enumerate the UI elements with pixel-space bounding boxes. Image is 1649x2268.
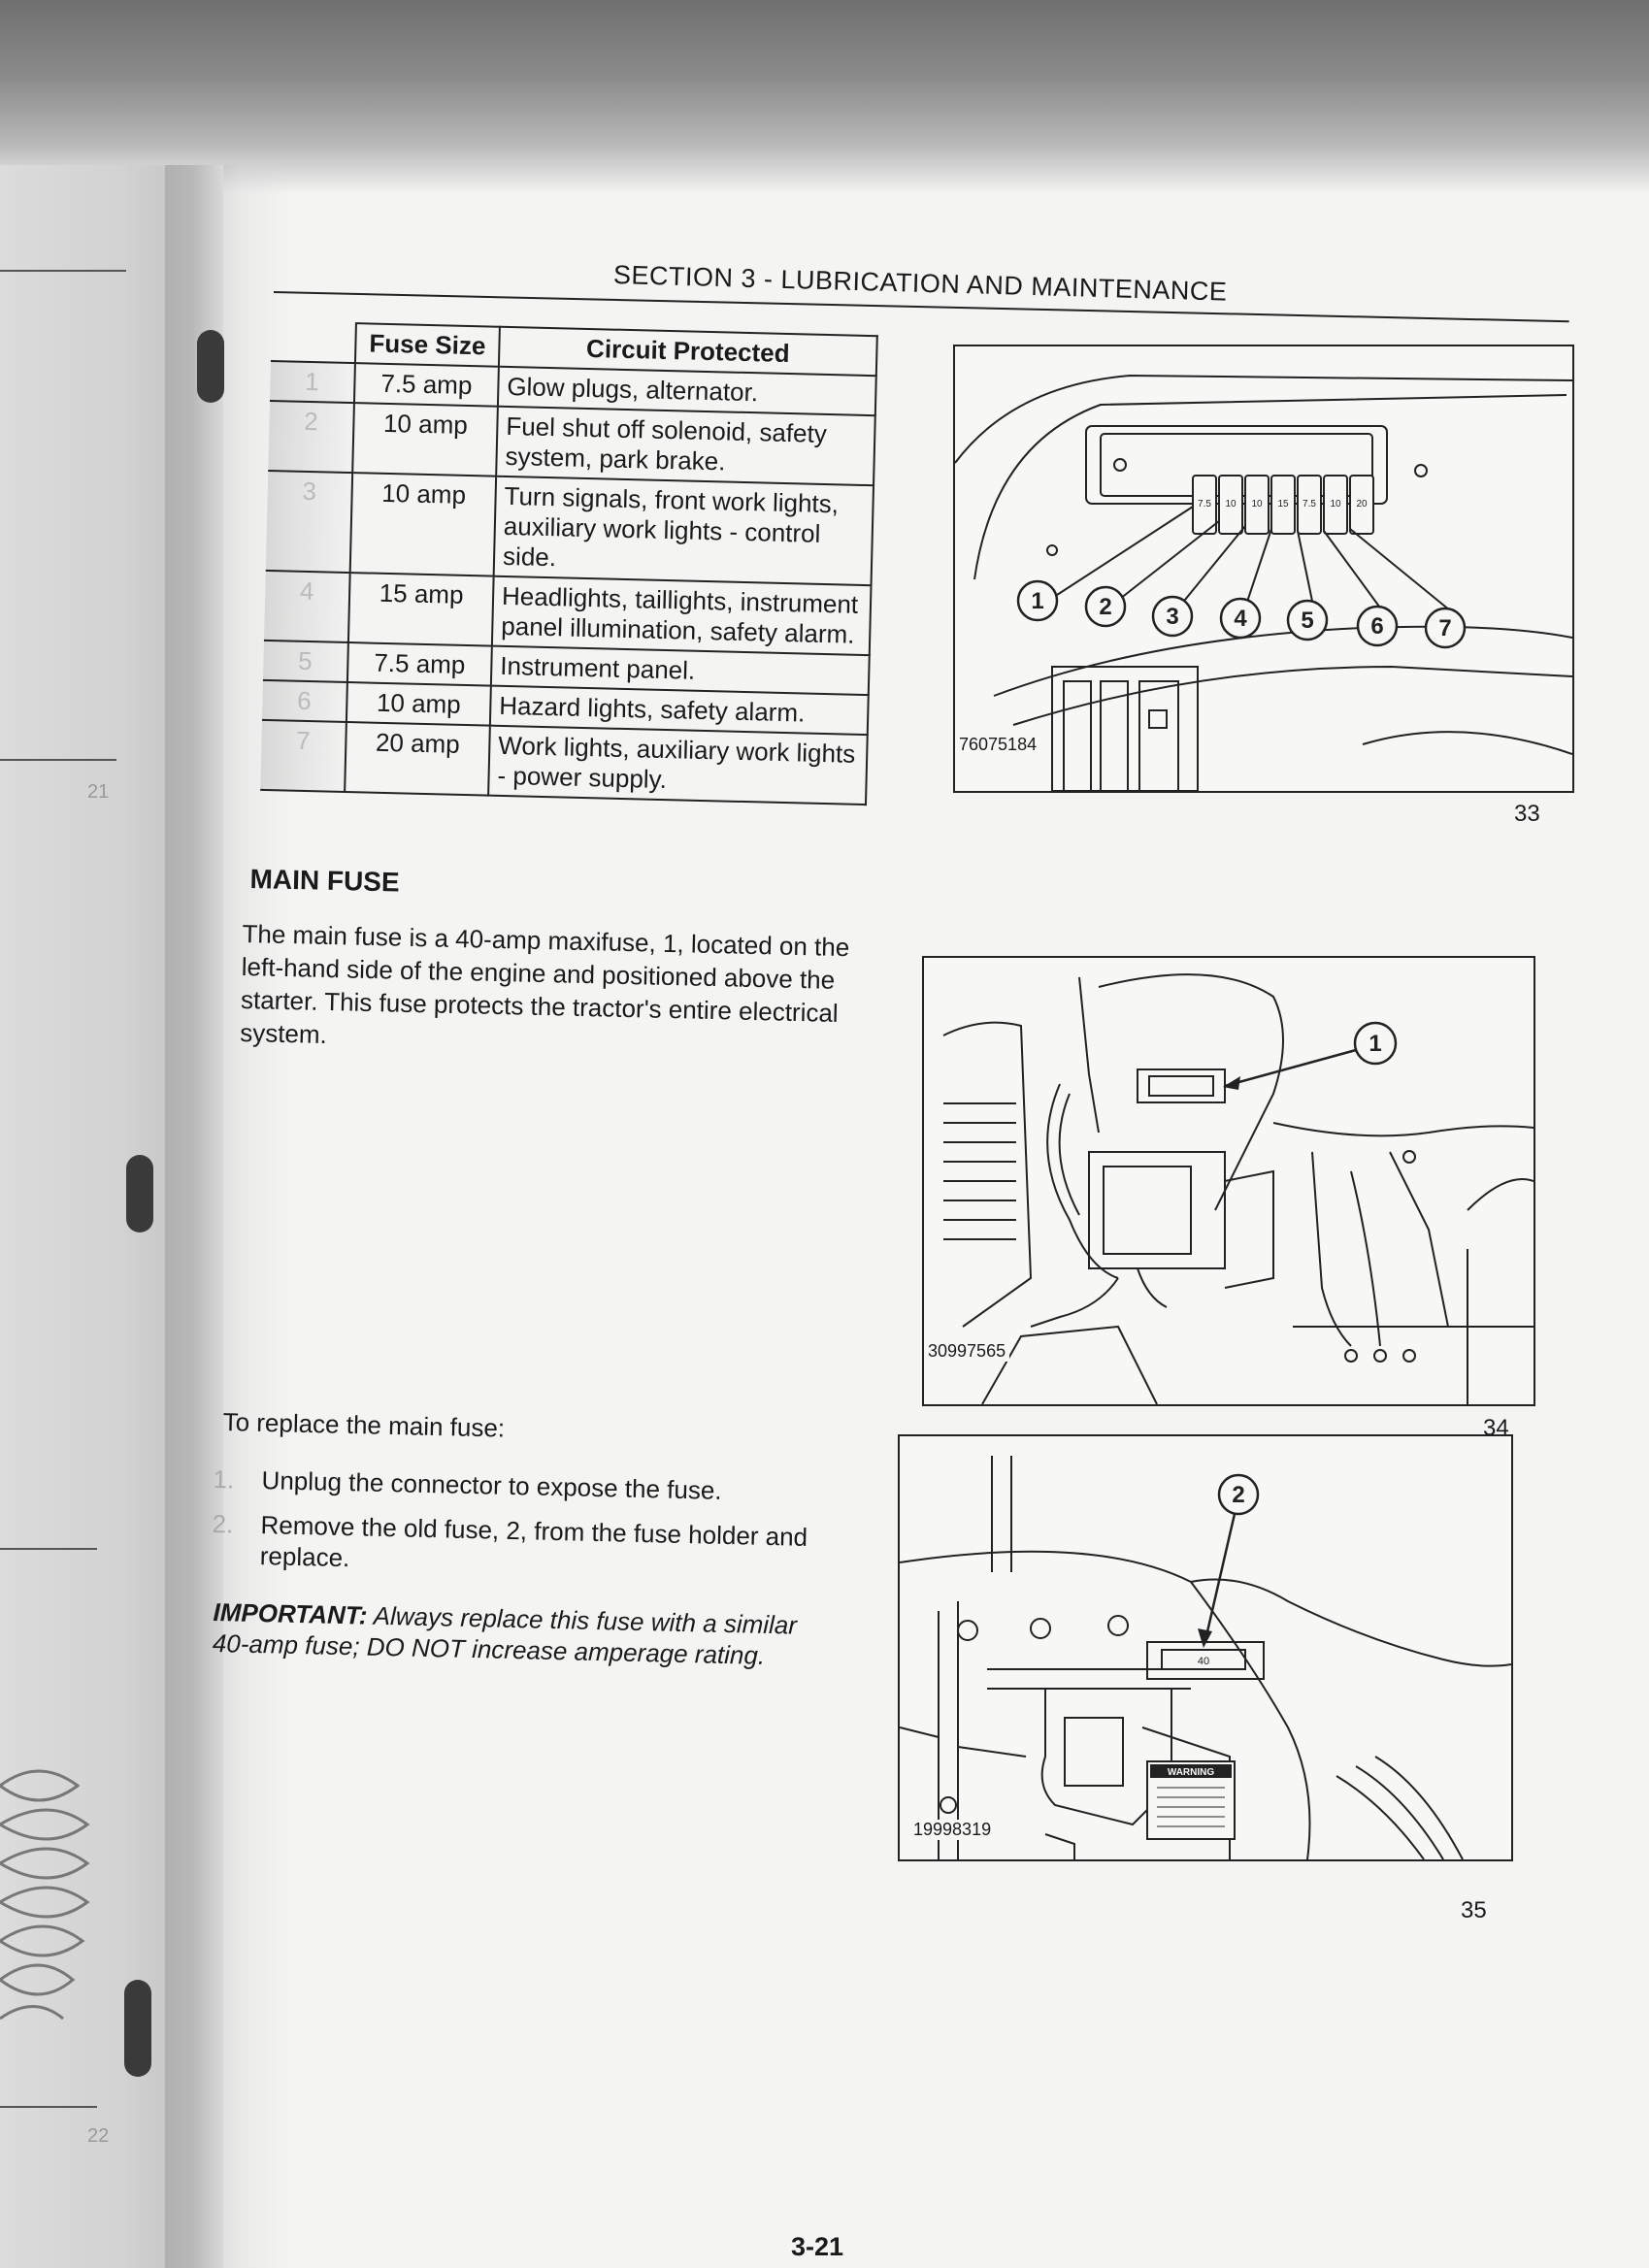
figure-fuse-holder: WARNING 40 2 19998319 [898,1434,1513,1861]
figure-number: 35 [1461,1897,1487,1923]
replace-heading: To replace the main fuse: [222,1407,506,1443]
main-fuse-illustration: 1 [942,973,1534,1404]
fuse-block-label: 10 [1251,499,1263,509]
circuit-protected: Headlights, taillights, instrument panel… [491,575,872,656]
figure-part-id: 19998319 [909,1820,996,1840]
callout-marker [1084,585,1127,628]
step-text: Unplug the connector to expose the fuse. [261,1465,722,1505]
facing-page-rule [0,2106,97,2108]
fuse-number: 4 [263,570,350,643]
important-note: IMPORTANT: Always replace this fuse with… [213,1596,835,1673]
circuit-protected: Work lights, auxiliary work lights - pow… [488,725,868,805]
facing-page-number: 22 [87,2125,110,2147]
figure-main-fuse-location: 1 30997565 [922,956,1535,1406]
step-number: 1. [213,1463,235,1495]
fuse-size: 20 amp [345,722,490,796]
fuse-size: 10 amp [349,473,497,576]
callout-number: 5 [1301,608,1313,634]
fuse-block-label: 7.5 [1303,499,1316,509]
circuit-protected: Turn signals, front work lights, auxilia… [493,476,874,586]
replace-steps: 1. Unplug the connector to expose the fu… [211,1463,835,1597]
step-number: 2. [212,1508,234,1539]
fuse-size: 7.5 amp [346,642,492,686]
fuse-block-label: 10 [1225,499,1237,509]
fuse-table: Fuse Size Circuit Protected 1 7.5 amp Gl… [260,320,878,805]
callout-marker [1356,605,1399,647]
fuse-block-label: 20 [1356,499,1368,509]
step-text: Remove the old fuse, 2, from the fuse ho… [259,1510,808,1573]
fuse-number: 1 [269,360,355,404]
fuse-size-header: Fuse Size [354,323,500,367]
facing-page-drawing [0,1769,90,2021]
callout-marker [1219,597,1262,640]
fuse-size: 15 amp [347,573,494,646]
warning-label: WARNING [1168,1767,1215,1778]
callout-marker [1353,1021,1398,1066]
figure-part-id: 30997565 [924,1341,1010,1362]
fuse-number: 7 [260,719,346,792]
fuse-rating-label: 40 [1198,1656,1209,1667]
important-label: IMPORTANT: [213,1596,368,1630]
callout-marker [1217,1473,1260,1516]
callout-marker [1151,595,1194,638]
main-fuse-heading: MAIN FUSE [249,864,400,898]
callout-number: 4 [1234,606,1247,632]
fuse-size: 10 amp [346,682,491,726]
list-item: 1. Unplug the connector to expose the fu… [213,1463,835,1509]
table-row: 3 10 amp Turn signals, front work lights… [265,470,874,586]
figure-fuse-panel: 7.5 10 10 15 7.5 10 20 [953,345,1574,793]
callout-number: 3 [1166,604,1178,630]
facing-page-rule [0,270,126,272]
fuse-holder-illustration: WARNING 40 2 [900,1456,1511,1859]
fuse-number: 3 [265,470,353,574]
fuse-table-num-header [270,320,356,364]
main-fuse-paragraph: The main fuse is a 40-amp maxifuse, 1, l… [239,918,850,1049]
fuse-panel-illustration: 7.5 10 10 15 7.5 10 20 [955,374,1572,791]
callout-marker [1016,579,1059,622]
callout-number: 1 [1031,588,1043,614]
binding-hole [124,1980,151,2077]
list-item: 2. Remove the old fuse, 2, from the fuse… [212,1508,834,1585]
figure-number: 33 [1514,801,1540,827]
binding-hole [126,1155,153,1233]
callout-marker [1424,607,1467,649]
fuse-number: 2 [268,400,354,474]
fuse-size: 7.5 amp [353,363,499,407]
facing-page-number: 21 [87,781,110,803]
fuse-size: 10 amp [352,403,498,477]
callout-number: 1 [1369,1031,1381,1057]
figure-part-id: 76075184 [955,735,1041,755]
fuse-block-label: 15 [1277,499,1289,509]
callout-number: 2 [1232,1482,1244,1508]
facing-page-rule [0,759,116,761]
binding-hole [197,330,224,403]
facing-page-rule [0,1548,97,1550]
table-row: 7 20 amp Work lights, auxiliary work lig… [260,719,868,805]
circuit-protected: Fuel shut off solenoid, safety system, p… [496,406,875,486]
fuse-block-label: 7.5 [1198,499,1211,509]
callout-marker [1286,599,1329,641]
callout-number: 7 [1438,615,1451,641]
fuse-number: 6 [261,679,347,723]
fuse-number: 5 [262,640,348,683]
scan-shadow [0,0,1649,194]
page-number: 3-21 [791,2232,844,2261]
callout-number: 6 [1370,613,1383,640]
callout-number: 2 [1099,594,1111,620]
fuse-block-label: 10 [1330,499,1341,509]
